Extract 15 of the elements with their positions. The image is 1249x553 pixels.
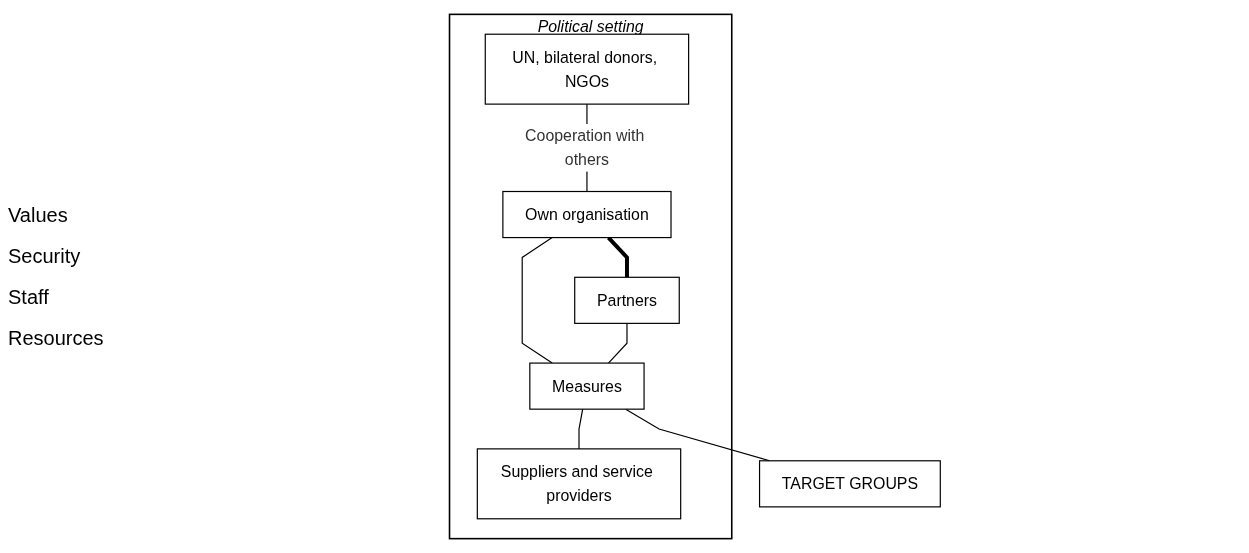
side-note: Resources	[8, 326, 105, 350]
side-note: Security	[8, 244, 82, 268]
node-box: Suppliers and service providers	[476, 448, 681, 520]
edge-label: Cooperation with others	[524, 127, 644, 169]
connector	[607, 322, 628, 364]
side-note: Values	[8, 203, 69, 227]
connector	[578, 408, 583, 450]
connector	[606, 236, 629, 278]
side-note: Staff	[8, 285, 50, 309]
node-box: Measures	[528, 362, 645, 410]
node-box: Partners	[573, 276, 680, 324]
connector	[521, 237, 553, 364]
node-box: TARGET GROUPS	[758, 460, 941, 508]
node-box: UN, bilateral donors, NGOs	[484, 33, 689, 105]
node-box: Own organisation	[501, 190, 672, 239]
